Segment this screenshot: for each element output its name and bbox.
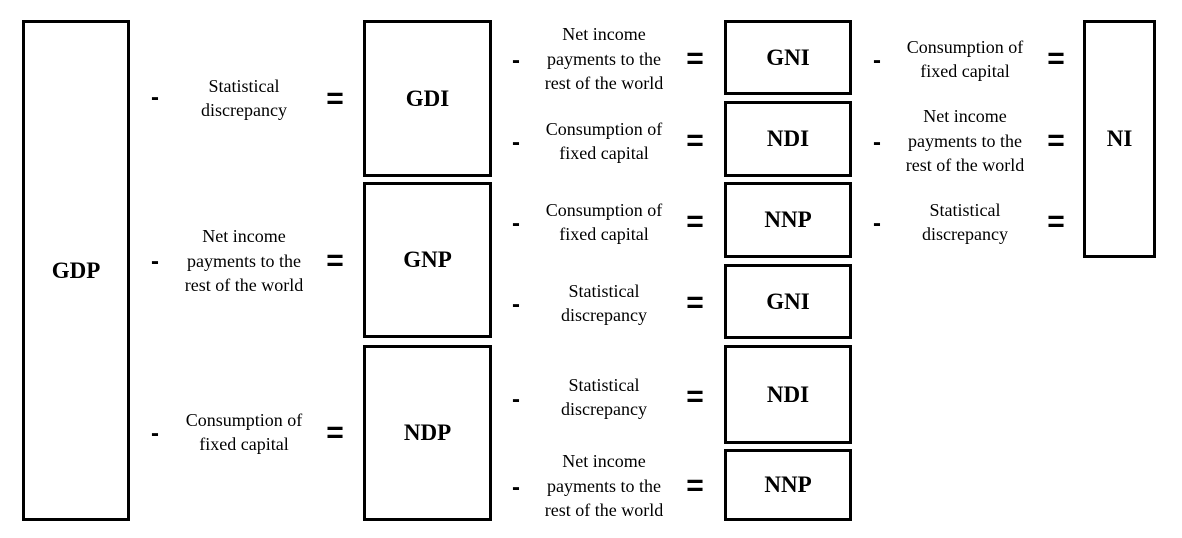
gni-bottom-box: GNI — [724, 264, 852, 339]
minus-sign: - — [512, 291, 520, 318]
nnp-bottom-box: NNP — [724, 449, 852, 521]
ndp-box: NDP — [363, 345, 492, 521]
label-ndp-to-nnp: Net income payments to the rest of the w… — [544, 451, 664, 521]
minus-sign: - — [512, 210, 520, 237]
equals-sign: = — [686, 42, 704, 75]
ndi-bottom-box: NDI — [724, 345, 852, 444]
nnp-bottom-label: NNP — [764, 472, 812, 497]
ndi-bottom-label: NDI — [766, 381, 810, 407]
ndp-label: NDP — [403, 420, 452, 445]
label-gdp-to-ndp: Consumption of fixed capital — [185, 409, 303, 455]
equals-sign: = — [686, 286, 704, 319]
minus-sign: - — [151, 84, 159, 111]
equals-sign: = — [686, 380, 704, 413]
minus-sign: - — [873, 210, 881, 237]
gni-top-box: GNI — [724, 20, 852, 95]
minus-sign: - — [873, 129, 881, 156]
gdp-label: GDP — [51, 257, 101, 283]
label-gdp-to-gdi: Statistical discrepancy — [201, 75, 287, 121]
ni-box: NI — [1083, 20, 1156, 258]
equals-sign: = — [686, 124, 704, 157]
equals-sign: = — [326, 82, 344, 115]
equals-sign: = — [686, 205, 704, 238]
label-ndi-to-ni: Net income payments to the rest of the w… — [905, 106, 1025, 176]
equals-sign: = — [326, 416, 344, 449]
label-nnp-to-ni: Statistical discrepancy — [922, 199, 1008, 245]
equals-sign: = — [1047, 42, 1065, 75]
equals-sign: = — [1047, 124, 1065, 157]
nnp-top-box: NNP — [724, 182, 852, 258]
gnp-label: GNP — [403, 247, 452, 272]
nnp-top-label: NNP — [764, 207, 812, 232]
equals-sign: = — [686, 469, 704, 502]
minus-sign: - — [512, 474, 520, 501]
gdi-box: GDI — [363, 20, 492, 177]
gdp-box: GDP — [22, 20, 130, 521]
minus-sign: - — [151, 420, 159, 447]
ndi-top-box: NDI — [724, 101, 852, 177]
gdi-label: GDI — [405, 85, 450, 111]
minus-sign: - — [512, 47, 520, 74]
minus-sign: - — [512, 129, 520, 156]
ndi-top-label: NDI — [766, 126, 810, 151]
minus-sign: - — [873, 47, 881, 74]
label-gni-to-ni: Consumption of fixed capital — [906, 36, 1024, 82]
label-ndp-to-ndi: Statistical discrepancy — [561, 374, 647, 420]
label-gdi-to-ndi: Consumption of fixed capital — [545, 118, 663, 164]
minus-sign: - — [512, 386, 520, 413]
gni-bottom-label: GNI — [766, 288, 810, 314]
equals-sign: = — [1047, 205, 1065, 238]
gnp-box: GNP — [363, 182, 492, 338]
minus-sign: - — [151, 248, 159, 275]
label-gnp-to-gni: Statistical discrepancy — [561, 280, 647, 326]
gni-top-label: GNI — [766, 44, 810, 70]
label-gdp-to-gnp: Net income payments to the rest of the w… — [184, 226, 304, 296]
ni-label: NI — [1106, 126, 1133, 151]
label-gdi-to-gni: Net income payments to the rest of the w… — [544, 24, 664, 94]
equals-sign: = — [326, 244, 344, 277]
label-gnp-to-nnp: Consumption of fixed capital — [545, 199, 663, 245]
